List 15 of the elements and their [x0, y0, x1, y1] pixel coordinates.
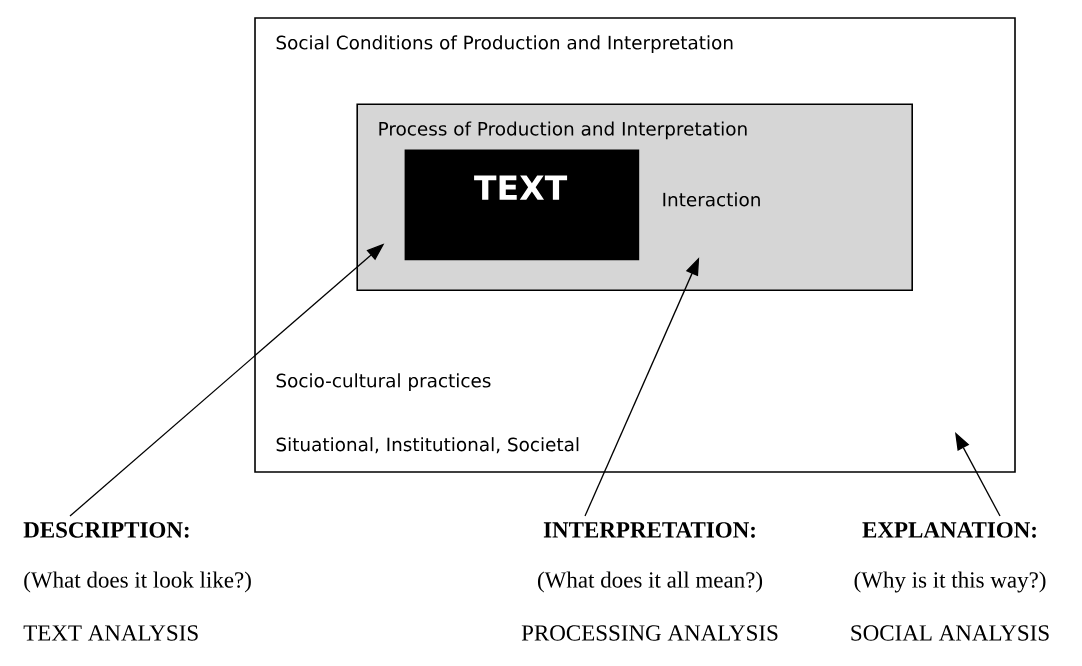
box-heading: Social Conditions of Production and Interpretation — [276, 35, 733, 54]
analysis-label: SOCIAL ANALYSIS — [851, 625, 1049, 641]
question-text: (What does it look like?) — [24, 571, 251, 593]
box-label: Interaction — [663, 192, 760, 207]
question-text: (Why is it this way?) — [854, 571, 1046, 593]
column-heading: INTERPRETATION: — [543, 522, 755, 538]
question-text: (What does it all mean?) — [537, 571, 763, 593]
box-label: TEXT — [474, 175, 568, 200]
analysis-label: PROCESSING ANALYSIS — [521, 625, 778, 641]
column-heading: DESCRIPTION: — [23, 522, 189, 538]
box-heading: Process of Production and Interpretation — [379, 121, 747, 140]
analysis-label: TEXT ANALYSIS — [23, 625, 198, 641]
box-label: Situational, Institutional, Societal — [276, 437, 579, 454]
box-label: Socio-cultural practices — [276, 373, 491, 392]
column-heading: EXPLANATION: — [862, 522, 1036, 538]
